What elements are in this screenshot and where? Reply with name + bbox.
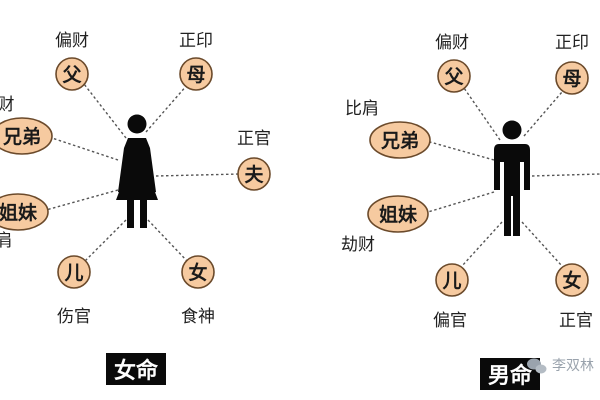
female-label-father: 偏财: [55, 31, 89, 51]
male-node-son-char: 儿: [441, 270, 461, 292]
female-node-sisters-char: 姐妹: [0, 201, 38, 224]
male-label-brothers: 比肩: [345, 99, 379, 119]
male-node-mother-char: 母: [562, 68, 581, 90]
male-node-sisters: 姐妹 劫财: [341, 195, 429, 255]
male-tag-text: 男命: [488, 363, 533, 389]
female-node-mother: 母 正印: [179, 31, 213, 91]
male-node-sisters-char: 姐妹: [379, 203, 418, 226]
male-figure-icon: [494, 120, 530, 236]
female-node-brothers: 兄弟 财: [0, 95, 53, 155]
male-node-son: 儿 偏官: [433, 263, 469, 331]
line-male-father: [463, 87, 501, 141]
male-label-sisters: 劫财: [341, 235, 375, 255]
female-node-son: 儿 伤官: [57, 255, 91, 327]
male-label-father: 偏财: [435, 33, 469, 53]
female-tag: 女命: [106, 353, 166, 385]
line-female-daughter: [147, 219, 189, 263]
male-node-father: 父 偏财: [435, 33, 471, 93]
line-female-son: [83, 219, 127, 263]
female-node-brothers-char: 兄弟: [2, 125, 41, 148]
male-node-brothers: 兄弟 比肩: [345, 99, 431, 159]
male-label-daughter: 正官: [559, 311, 593, 331]
line-male-son: [461, 221, 503, 267]
female-tag-text: 女命: [114, 358, 159, 384]
male-node-daughter-char: 女: [562, 269, 581, 292]
watermark-text: 李双林: [552, 358, 594, 374]
female-label-husband: 正官: [237, 129, 271, 149]
watermark: 李双林: [527, 358, 594, 374]
male-node-father-char: 父: [443, 66, 464, 88]
female-label-sisters: 肩: [0, 231, 13, 251]
male-node-daughter: 女 正官: [555, 263, 593, 331]
female-node-father-char: 父: [61, 64, 82, 86]
male-node-mother: 母 正印: [555, 33, 589, 95]
line-male-sisters: [427, 191, 495, 213]
female-node-sisters: 姐妹 肩: [0, 193, 49, 251]
line-female-brothers: [51, 137, 119, 161]
line-male-daughter: [521, 221, 563, 267]
line-female-mother: [145, 83, 189, 133]
male-label-mother: 正印: [555, 33, 589, 53]
female-node-son-char: 儿: [63, 262, 83, 284]
line-female-father: [83, 83, 127, 139]
line-female-husband: [155, 173, 241, 177]
male-label-son: 偏官: [433, 311, 467, 331]
female-node-husband-char: 夫: [244, 164, 264, 186]
female-diagram: 父 偏财 母 正印 兄弟 财 夫 正官 姐妹 肩 儿 伤官: [0, 31, 271, 385]
female-node-father: 父 偏财: [55, 31, 89, 91]
female-label-son: 伤官: [57, 307, 91, 327]
male-diagram: 父 偏财 母 正印 兄弟 比肩 姐妹 劫财 儿 偏官 女 正官: [341, 33, 600, 390]
male-node-brothers-char: 兄弟: [380, 129, 419, 152]
female-figure-icon: [116, 114, 158, 228]
line-female-sisters: [45, 189, 119, 211]
female-node-husband: 夫 正官: [237, 129, 271, 191]
female-node-mother-char: 母: [186, 64, 205, 86]
line-male-brothers: [429, 141, 495, 161]
female-node-daughter: 女 食神: [181, 255, 215, 327]
line-male-right: [531, 173, 600, 177]
female-connector-lines: [45, 83, 241, 263]
female-node-daughter-char: 女: [188, 261, 207, 284]
female-label-daughter: 食神: [181, 307, 215, 327]
female-label-brothers: 财: [0, 95, 15, 115]
female-label-mother: 正印: [179, 31, 213, 51]
male-connector-lines: [427, 87, 600, 267]
wechat-icon: [527, 358, 547, 374]
line-male-mother: [523, 91, 563, 137]
